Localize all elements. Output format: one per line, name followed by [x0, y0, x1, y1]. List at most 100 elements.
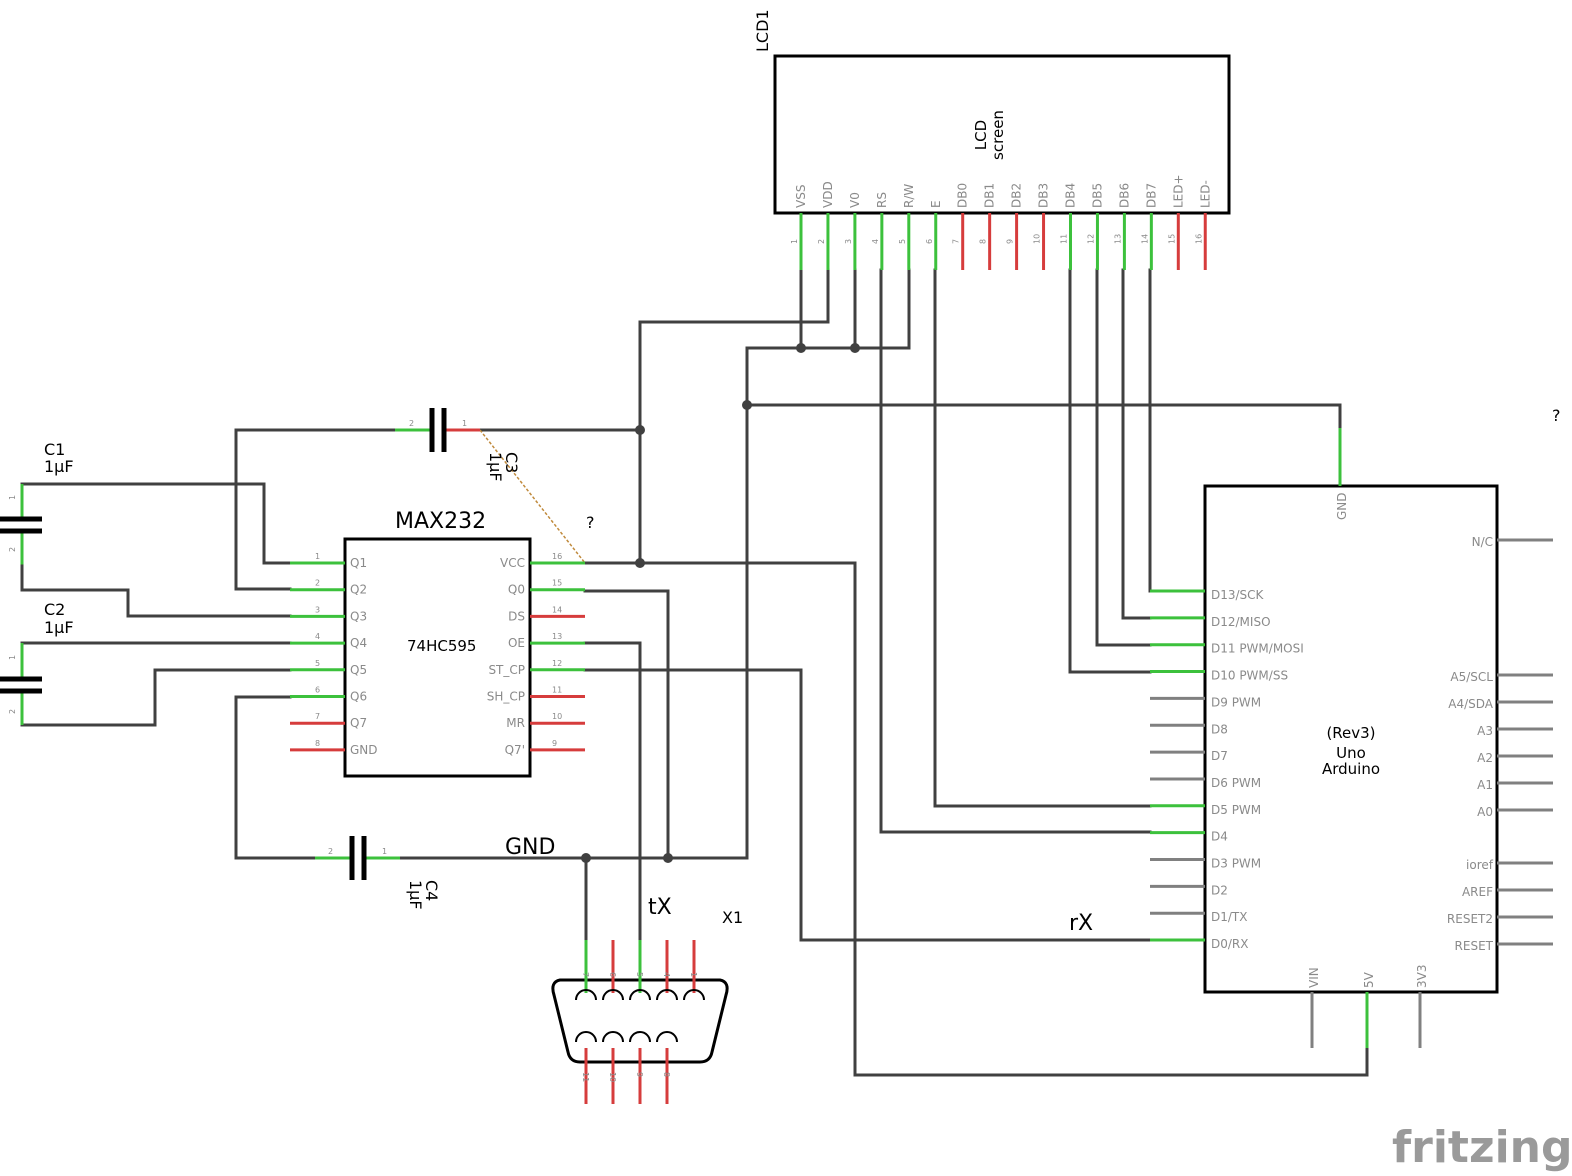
ic-pin-label: Q7' [505, 743, 525, 757]
arduino-pin-label: D6 PWM [1211, 776, 1261, 790]
c1-component[interactable]: C1 1µF 1 2 [0, 440, 74, 566]
ic-pin-label: Q1 [350, 556, 367, 570]
ic-pin-num: 2 [315, 579, 320, 588]
ic-pin-num: 14 [552, 605, 562, 614]
lcd-component[interactable]: LCD1 LCD screen VSS1VDD2V03RS4R/W5E6DB07… [753, 9, 1231, 270]
junction-dot [581, 853, 591, 863]
wire-rs-d4[interactable] [879, 268, 1152, 834]
lcd-pins: VSS1VDD2V03RS4R/W5E6DB07DB18DB29DB310DB4… [790, 174, 1212, 270]
ic-pin-num: 4 [315, 632, 320, 641]
arduino-pin-label: AREF [1462, 885, 1493, 899]
wire-lcd-vdd[interactable] [638, 268, 830, 567]
junction-dot [663, 853, 673, 863]
arduino-pin-label: D8 [1211, 722, 1228, 736]
lcd-pin-num: 4 [871, 239, 880, 244]
ic-pin-num: 12 [552, 659, 562, 668]
db9-socket [656, 1031, 678, 1043]
db9-pin-num: 9 [635, 1072, 644, 1077]
arduino-pin-label: RESET2 [1447, 912, 1493, 926]
ic-pin-num: 9 [552, 739, 557, 748]
net-label-unknown1: ? [586, 513, 595, 532]
wire-e-d5[interactable] [933, 268, 1152, 808]
arduino-line3: Arduino [1322, 760, 1380, 778]
ic-pin-label: Q7 [350, 716, 367, 730]
ic-pin-num: 5 [315, 659, 320, 668]
junction-dot [635, 558, 645, 568]
c3-value: 1µF [486, 452, 505, 482]
arduino-line2: Uno [1336, 744, 1366, 762]
ic-pin-label: GND [350, 743, 378, 757]
db9-socket [629, 989, 651, 1001]
arduino-pin-label: D10 PWM/SS [1211, 669, 1288, 683]
c2-value: 1µF [44, 618, 74, 637]
wire-c1-q3[interactable] [20, 588, 292, 618]
wire-stcp-rx[interactable] [583, 668, 1152, 942]
wire-q0[interactable] [583, 589, 670, 860]
ic-pin-num: 3 [315, 605, 320, 614]
lcd-pin-label: DB0 [956, 183, 970, 208]
junction-dot [742, 400, 752, 410]
db9-pin-num: 7 [581, 972, 590, 977]
arduino-pin-label: N/C [1472, 535, 1493, 549]
wire-c2-q5[interactable] [20, 668, 292, 727]
arduino-pin-label: VIN [1307, 967, 1321, 988]
c4-ref: C4 [422, 880, 441, 901]
lcd-pin-num: 14 [1140, 234, 1149, 244]
wire-gnd-arduino[interactable] [745, 403, 1342, 430]
wire-q6-c4[interactable] [234, 695, 317, 860]
arduino-pin-label: D7 [1211, 749, 1228, 763]
arduino-pin-label: D11 PWM/MOSI [1211, 642, 1304, 656]
db9-socket [629, 1031, 651, 1043]
arduino-pin-label: A4/SDA [1448, 697, 1494, 711]
lcd-pin-label: DB7 [1144, 183, 1158, 208]
c4-pin1-num: 1 [382, 847, 387, 856]
c4-component[interactable]: 2 1 C4 1µF [315, 836, 441, 910]
wire-oe-tx[interactable] [583, 641, 642, 942]
ic-body[interactable] [343, 537, 532, 778]
wire-c1-q1[interactable] [20, 482, 292, 565]
arduino-pin-label: ioref [1466, 858, 1494, 872]
ic-pin-num: 8 [315, 739, 320, 748]
ic-pin-num: 16 [552, 552, 562, 561]
arduino-body[interactable] [1203, 484, 1499, 994]
db9-pin-num: 4 [662, 972, 671, 977]
db9-pin-num: 5 [635, 972, 644, 977]
arduino-pin-label: A3 [1477, 724, 1493, 738]
wires [20, 268, 1369, 1077]
arduino-component[interactable]: (Rev3) Uno Arduino GNDD13/SCKD12/MISOD11… [1150, 428, 1553, 1048]
lcd-pin-label: R/W [902, 184, 916, 208]
wire-lcd-rw[interactable] [745, 268, 911, 860]
lcd-body[interactable] [773, 54, 1231, 215]
lcd-subtitle: screen [989, 110, 1007, 160]
wire-db4[interactable] [1068, 268, 1152, 674]
arduino-pin-label: D3 PWM [1211, 857, 1261, 871]
net-label-unknown2: ? [1552, 406, 1561, 425]
junctions [581, 343, 860, 863]
arduino-pin-label: A2 [1477, 751, 1493, 765]
wire-vcc-5v[interactable] [583, 561, 1369, 1077]
db9-socket [683, 989, 705, 1001]
lcd-title: LCD [972, 120, 990, 150]
ic-pin-label: ST_CP [488, 663, 525, 677]
ic-component[interactable]: MAX232 74HC595 Q11Q22Q33Q44Q55Q66Q77GND8… [290, 509, 585, 778]
arduino-pin-label: A5/SCL [1450, 670, 1493, 684]
wire-db6[interactable] [1121, 268, 1152, 620]
c2-component[interactable]: C2 1µF 1 2 [0, 600, 74, 725]
ratsnest-c3-vcc [479, 429, 586, 564]
fritzing-logo: fritzing [1392, 1122, 1572, 1173]
lcd-pin-num: 16 [1194, 234, 1203, 244]
wire-c3-q2[interactable] [234, 428, 397, 591]
wire-db5[interactable] [1095, 268, 1152, 647]
arduino-pin-label: D0/RX [1211, 937, 1248, 951]
c1-ref: C1 [44, 440, 65, 459]
lcd-pin-label: DB5 [1090, 183, 1104, 208]
lcd-pin-label: E [929, 200, 943, 208]
c3-component[interactable]: 2 1 C3 1µF [395, 408, 521, 482]
ic-part-label: 74HC595 [407, 637, 476, 655]
net-label-rx: rX [1069, 911, 1093, 936]
lcd-pin-label: VSS [794, 185, 808, 208]
